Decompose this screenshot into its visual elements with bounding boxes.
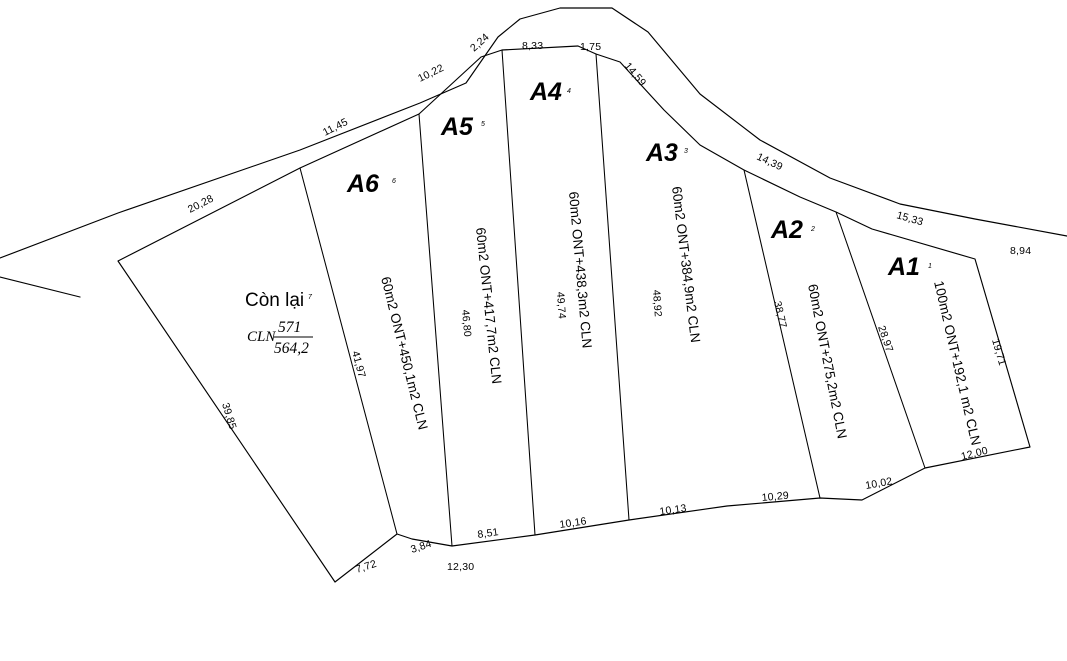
parcel-label-a5: A5 bbox=[440, 113, 474, 141]
remaining-parcel-numerator: 571 bbox=[278, 319, 301, 336]
dimension-14-39: 14,39 bbox=[755, 151, 785, 173]
dimension-7-72: 7,72 bbox=[354, 558, 378, 576]
parcel-area-a6: 60m2 ONT+450,1m2 CLN bbox=[378, 275, 431, 431]
dimension-12-30: 12,30 bbox=[447, 561, 474, 573]
parcel-area-a2: 60m2 ONT+275,2m2 CLN bbox=[805, 283, 850, 440]
parcel-block-outline bbox=[117, 45, 1031, 583]
dimension-46-80: 46,80 bbox=[459, 309, 473, 337]
remaining-parcel-code: CLN bbox=[247, 329, 276, 345]
dimension-38-77: 38,77 bbox=[771, 300, 789, 329]
remaining-parcel-denominator: 564,2 bbox=[274, 340, 309, 357]
parcel-superscript-a1: 1 bbox=[928, 263, 932, 270]
parcel-area-a3: 60m2 ONT+384,9m2 CLN bbox=[669, 186, 703, 344]
parcel-superscript-a5: 5 bbox=[481, 121, 485, 128]
dimension-10-02: 10,02 bbox=[864, 475, 893, 492]
divider-a4-a3 bbox=[595, 53, 630, 521]
divider-a3-a2 bbox=[743, 169, 821, 499]
remaining-parcel-title: Còn lại bbox=[245, 290, 304, 311]
divider-a2-a1 bbox=[835, 211, 926, 469]
dimension-3-84: 3,84 bbox=[409, 538, 433, 556]
divider-a5-a4 bbox=[501, 49, 536, 536]
parcel-superscript-a2: 2 bbox=[810, 226, 815, 233]
dimension-8-33: 8,33 bbox=[522, 40, 543, 52]
dimension-28-97: 28,97 bbox=[875, 324, 895, 354]
divider-a6-a5 bbox=[418, 113, 453, 547]
dimension-11-45: 11,45 bbox=[321, 116, 350, 139]
dimension-1-75: 1,75 bbox=[580, 41, 601, 53]
dimension-49-74: 49,74 bbox=[554, 291, 568, 319]
parcel-superscript-a3: 3 bbox=[684, 148, 688, 155]
parcel-label-a3: A3 bbox=[645, 139, 678, 167]
parcel-label-a6: A6 bbox=[346, 170, 380, 198]
dimension-15-33: 15,33 bbox=[895, 209, 925, 228]
dimension-10-16: 10,16 bbox=[559, 515, 588, 531]
dimension-14-59: 14,59 bbox=[622, 60, 649, 89]
dimension-19-71: 19,71 bbox=[989, 338, 1008, 368]
dimension-10-13: 10,13 bbox=[659, 502, 688, 518]
dimension-39-85: 39,85 bbox=[219, 401, 238, 431]
parcel-area-a1: 100m2 ONT+192,1 m2 CLN bbox=[931, 279, 984, 447]
dimension-10-22: 10,22 bbox=[416, 62, 446, 85]
parcel-superscript-a4: 4 bbox=[567, 88, 571, 95]
parcel-area-a4: 60m2 ONT+438,3m2 CLN bbox=[566, 191, 595, 349]
road-stub-lower-left bbox=[0, 276, 81, 298]
dimension-8-51: 8,51 bbox=[477, 526, 500, 541]
parcel-area-a5: 60m2 ONT+417,7m2 CLN bbox=[473, 227, 504, 385]
dimension-48-92: 48,92 bbox=[650, 289, 664, 317]
parcel-superscript-a6: 6 bbox=[392, 178, 396, 185]
road-outer-edge-line bbox=[0, 7, 1067, 259]
remaining-parcel-superscript: 7 bbox=[308, 294, 313, 301]
parcel-label-a2: A2 bbox=[770, 216, 803, 244]
parcel-label-a1: A1 bbox=[887, 253, 920, 281]
dimension-10-29: 10,29 bbox=[761, 490, 789, 504]
dimension-12-00: 12,00 bbox=[960, 445, 989, 463]
parcel-label-a4: A4 bbox=[529, 78, 562, 106]
divider-remaining-a6 bbox=[299, 167, 398, 535]
dimension-20-28: 20,28 bbox=[186, 193, 216, 216]
dimension-8-94: 8,94 bbox=[1010, 245, 1031, 257]
